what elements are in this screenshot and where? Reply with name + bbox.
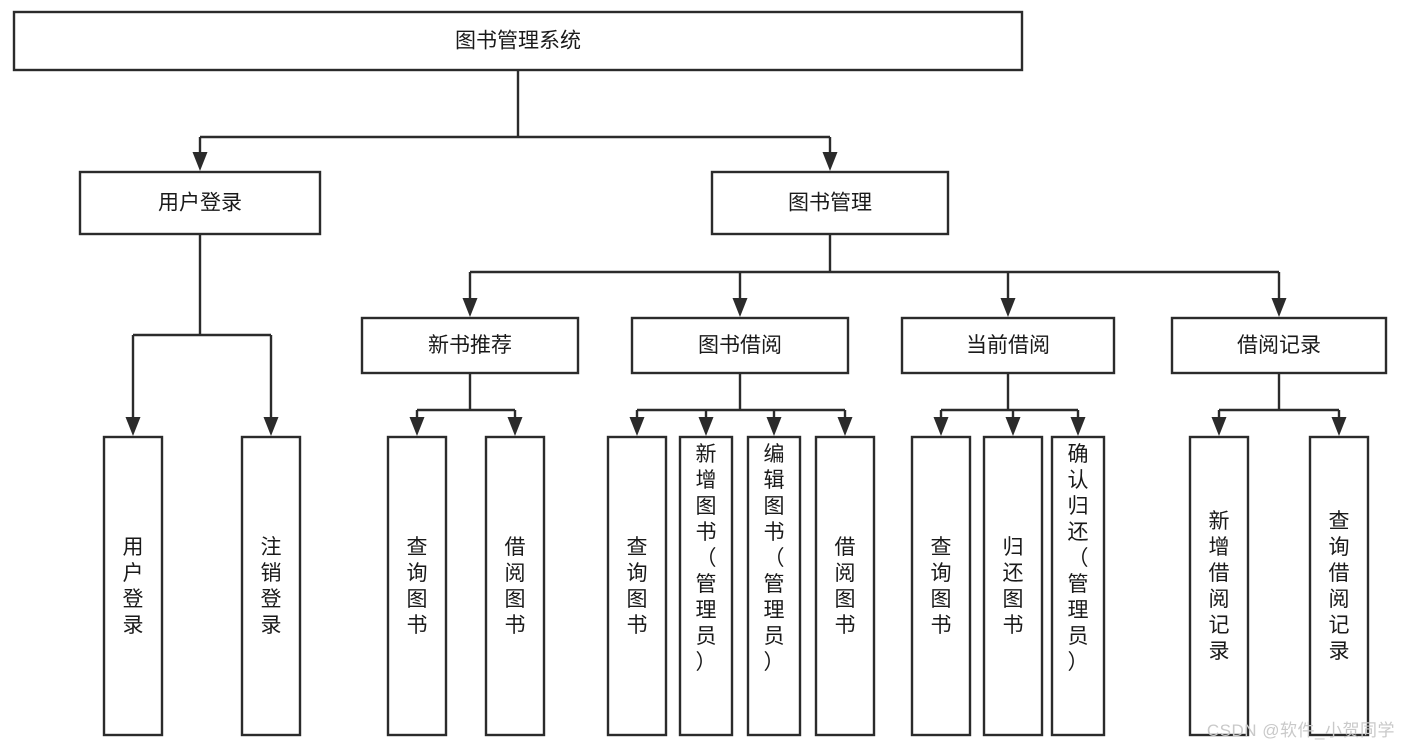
root-node-图书管理系统-label: 图书管理系统 <box>455 30 581 53</box>
level3-node-1-rect[interactable] <box>630 316 850 375</box>
arrow-head-icon <box>409 417 425 436</box>
connector-book-mgmt-to-level3 <box>468 234 1281 300</box>
leaf-node-2[interactable]: 查询图书 <box>386 435 448 737</box>
arrow-head-icon <box>507 417 523 436</box>
leaf-node-0-label: 用户登录 <box>123 536 144 637</box>
leaf-node-4-rect[interactable] <box>606 435 668 737</box>
leaf-node-12-label: 查询借阅记录 <box>1329 510 1350 663</box>
leaf-node-10-rect[interactable] <box>1050 435 1106 737</box>
leaf-node-6[interactable]: 编辑图书（管理员） <box>746 435 802 737</box>
leaf-node-12[interactable]: 查询借阅记录 <box>1308 435 1370 737</box>
level3-node-3-label: 借阅记录 <box>1237 334 1321 357</box>
leaf-node-2-rect[interactable] <box>386 435 448 737</box>
leaf-node-5-label: 新增图书（管理员） <box>696 443 717 674</box>
leaf-node-10[interactable]: 确认归还（管理员） <box>1050 435 1106 737</box>
leaf-node-5-rect[interactable] <box>678 435 734 737</box>
watermark-label: CSDN @软件_小贺同学 <box>1206 721 1395 740</box>
leaf-node-11[interactable]: 新增借阅记录 <box>1188 435 1250 737</box>
connectors-layer <box>125 70 1347 436</box>
leaf-node-3[interactable]: 借阅图书 <box>484 435 546 737</box>
arrow-head-icon <box>1005 417 1021 436</box>
connector-user-login-to-leaves <box>131 234 273 419</box>
level3-node-0-rect[interactable] <box>360 316 580 375</box>
leaf-node-1-label: 注销登录 <box>261 536 282 637</box>
level3-node-0-label: 新书推荐 <box>428 334 512 357</box>
level2-node-1[interactable]: 图书管理 <box>710 170 950 236</box>
arrow-head-icon <box>1000 298 1016 317</box>
leaf-node-7[interactable]: 借阅图书 <box>814 435 876 737</box>
level3-node-3[interactable]: 借阅记录 <box>1170 316 1388 375</box>
root-node-图书管理系统[interactable]: 图书管理系统 <box>12 10 1024 72</box>
leaf-node-9-label: 归还图书 <box>1003 536 1024 637</box>
leaf-node-0-rect[interactable] <box>102 435 164 737</box>
leaf-node-0[interactable]: 用户登录 <box>102 435 164 737</box>
level3-node-2-rect[interactable] <box>900 316 1116 375</box>
leaf-node-6-rect[interactable] <box>746 435 802 737</box>
arrow-head-icon <box>837 417 853 436</box>
level2-node-0-label: 用户登录 <box>158 192 242 215</box>
arrow-head-icon <box>1271 298 1287 317</box>
connector-root-to-level2 <box>198 70 832 154</box>
arrow-head-icon <box>698 417 714 436</box>
leaf-node-10-label: 确认归还（管理员） <box>1068 443 1089 674</box>
arrow-head-icon <box>766 417 782 436</box>
boxes-layer: 图书管理系统用户登录图书管理新书推荐图书借阅当前借阅借阅记录用户登录注销登录查询… <box>12 10 1388 737</box>
arrow-head-icon <box>1211 417 1227 436</box>
leaf-node-3-label: 借阅图书 <box>505 536 526 637</box>
leaf-node-4-label: 查询图书 <box>627 536 648 637</box>
arrow-head-icon <box>1331 417 1347 436</box>
arrow-head-icon <box>629 417 645 436</box>
level2-node-0-rect[interactable] <box>78 170 322 236</box>
leaf-node-2-label: 查询图书 <box>407 536 428 637</box>
leaf-node-5[interactable]: 新增图书（管理员） <box>678 435 734 737</box>
level2-node-0[interactable]: 用户登录 <box>78 170 322 236</box>
connector-records-to-leaves <box>1217 373 1341 419</box>
level3-node-2-label: 当前借阅 <box>966 334 1050 357</box>
level3-node-1[interactable]: 图书借阅 <box>630 316 850 375</box>
arrow-head-icon <box>1070 417 1086 436</box>
arrow-head-icon <box>192 152 208 171</box>
leaf-node-9[interactable]: 归还图书 <box>982 435 1044 737</box>
arrow-head-icon <box>822 152 838 171</box>
arrow-head-icon <box>263 417 279 436</box>
arrow-head-icon <box>732 298 748 317</box>
leaf-node-9-rect[interactable] <box>982 435 1044 737</box>
leaf-node-11-label: 新增借阅记录 <box>1209 510 1230 663</box>
root-node-图书管理系统-rect[interactable] <box>12 10 1024 72</box>
leaf-node-12-rect[interactable] <box>1308 435 1370 737</box>
level3-node-1-label: 图书借阅 <box>698 334 782 357</box>
level3-node-3-rect[interactable] <box>1170 316 1388 375</box>
leaf-node-11-rect[interactable] <box>1188 435 1250 737</box>
connector-current-borrow-to-leaves <box>939 373 1080 419</box>
leaf-node-7-label: 借阅图书 <box>835 536 856 637</box>
leaf-node-6-label: 编辑图书（管理员） <box>764 443 785 674</box>
leaf-node-8[interactable]: 查询图书 <box>910 435 972 737</box>
leaf-node-1-rect[interactable] <box>240 435 302 737</box>
leaf-node-3-rect[interactable] <box>484 435 546 737</box>
connector-new-book-to-leaves <box>415 373 517 419</box>
level3-node-2[interactable]: 当前借阅 <box>900 316 1116 375</box>
arrow-head-icon <box>933 417 949 436</box>
connector-borrow-to-leaves <box>635 373 847 419</box>
arrow-head-icon <box>125 417 141 436</box>
leaf-node-7-rect[interactable] <box>814 435 876 737</box>
leaf-node-1[interactable]: 注销登录 <box>240 435 302 737</box>
level3-node-0[interactable]: 新书推荐 <box>360 316 580 375</box>
leaf-node-8-label: 查询图书 <box>931 536 952 637</box>
level2-node-1-label: 图书管理 <box>788 192 872 215</box>
leaf-node-8-rect[interactable] <box>910 435 972 737</box>
level2-node-1-rect[interactable] <box>710 170 950 236</box>
arrow-head-icon <box>462 298 478 317</box>
leaf-node-4[interactable]: 查询图书 <box>606 435 668 737</box>
